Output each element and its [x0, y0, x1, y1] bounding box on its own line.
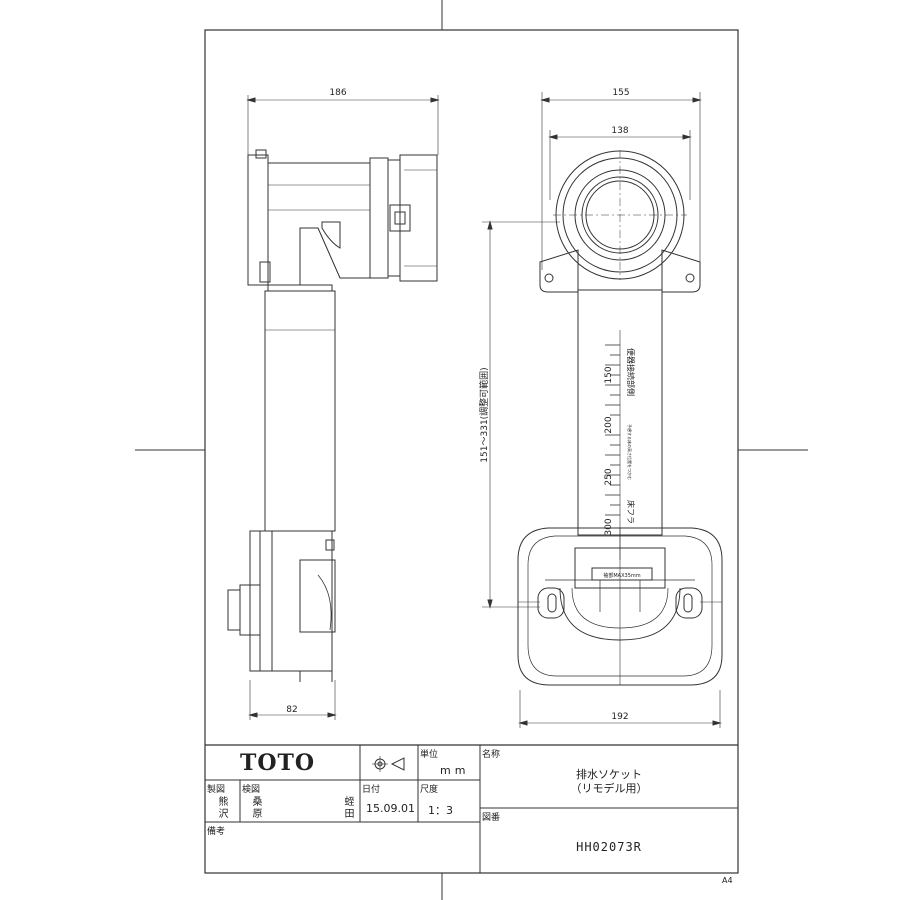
base-label: 袖部MAX35mm: [603, 572, 640, 579]
pipe-label-floor: 床フラ: [626, 500, 636, 524]
pipe-label-connection: 便器接続部側: [626, 348, 636, 396]
name-label: 名称: [482, 750, 501, 760]
paper-size: A4: [722, 876, 733, 885]
scale-label: 尺度: [420, 785, 439, 795]
checker-name-1: 桑原: [250, 796, 261, 820]
remarks-label: 備考: [207, 827, 226, 837]
checker-name-2: 蛭田: [342, 796, 353, 820]
part-name-line2: （リモデル用）: [570, 782, 648, 795]
check-label: 検図: [242, 785, 261, 795]
scale-mark-300: 300: [604, 518, 614, 535]
date-value: 15.09.01: [366, 802, 415, 815]
projection-symbol-icon: [372, 756, 405, 772]
made-label: 製図: [207, 785, 226, 795]
dim-side-bottom: 82: [286, 705, 297, 715]
dim-height-range: 151～331(調整可範囲): [478, 367, 490, 462]
dim-side-width: 186: [329, 88, 346, 98]
scale-value: 1：3: [428, 804, 453, 817]
pipe-label-fine: 予想する床の高さ位置をつかむ: [627, 424, 633, 480]
scale-mark-150: 150: [604, 366, 614, 383]
part-name-line1: 排水ソケット: [576, 768, 642, 781]
drawing-no-label: 図番: [482, 813, 501, 823]
toto-logo: TOTO: [240, 750, 316, 776]
made-name: 熊沢: [216, 796, 227, 820]
scale-mark-250: 250: [604, 468, 614, 485]
front-view: [482, 92, 723, 728]
sheet-border: [204, 29, 739, 874]
scale-mark-200: 200: [604, 416, 614, 433]
dim-front-bottom: 192: [611, 712, 628, 722]
unit-value: mm: [440, 764, 470, 777]
date-label: 日付: [362, 785, 381, 795]
drawing-number: HH02073R: [576, 840, 642, 854]
title-block-grid: [205, 744, 738, 873]
unit-label: 単位: [420, 750, 439, 760]
dim-front-outer: 155: [612, 88, 629, 98]
side-view: [227, 95, 440, 720]
dim-front-inner: 138: [611, 126, 628, 136]
